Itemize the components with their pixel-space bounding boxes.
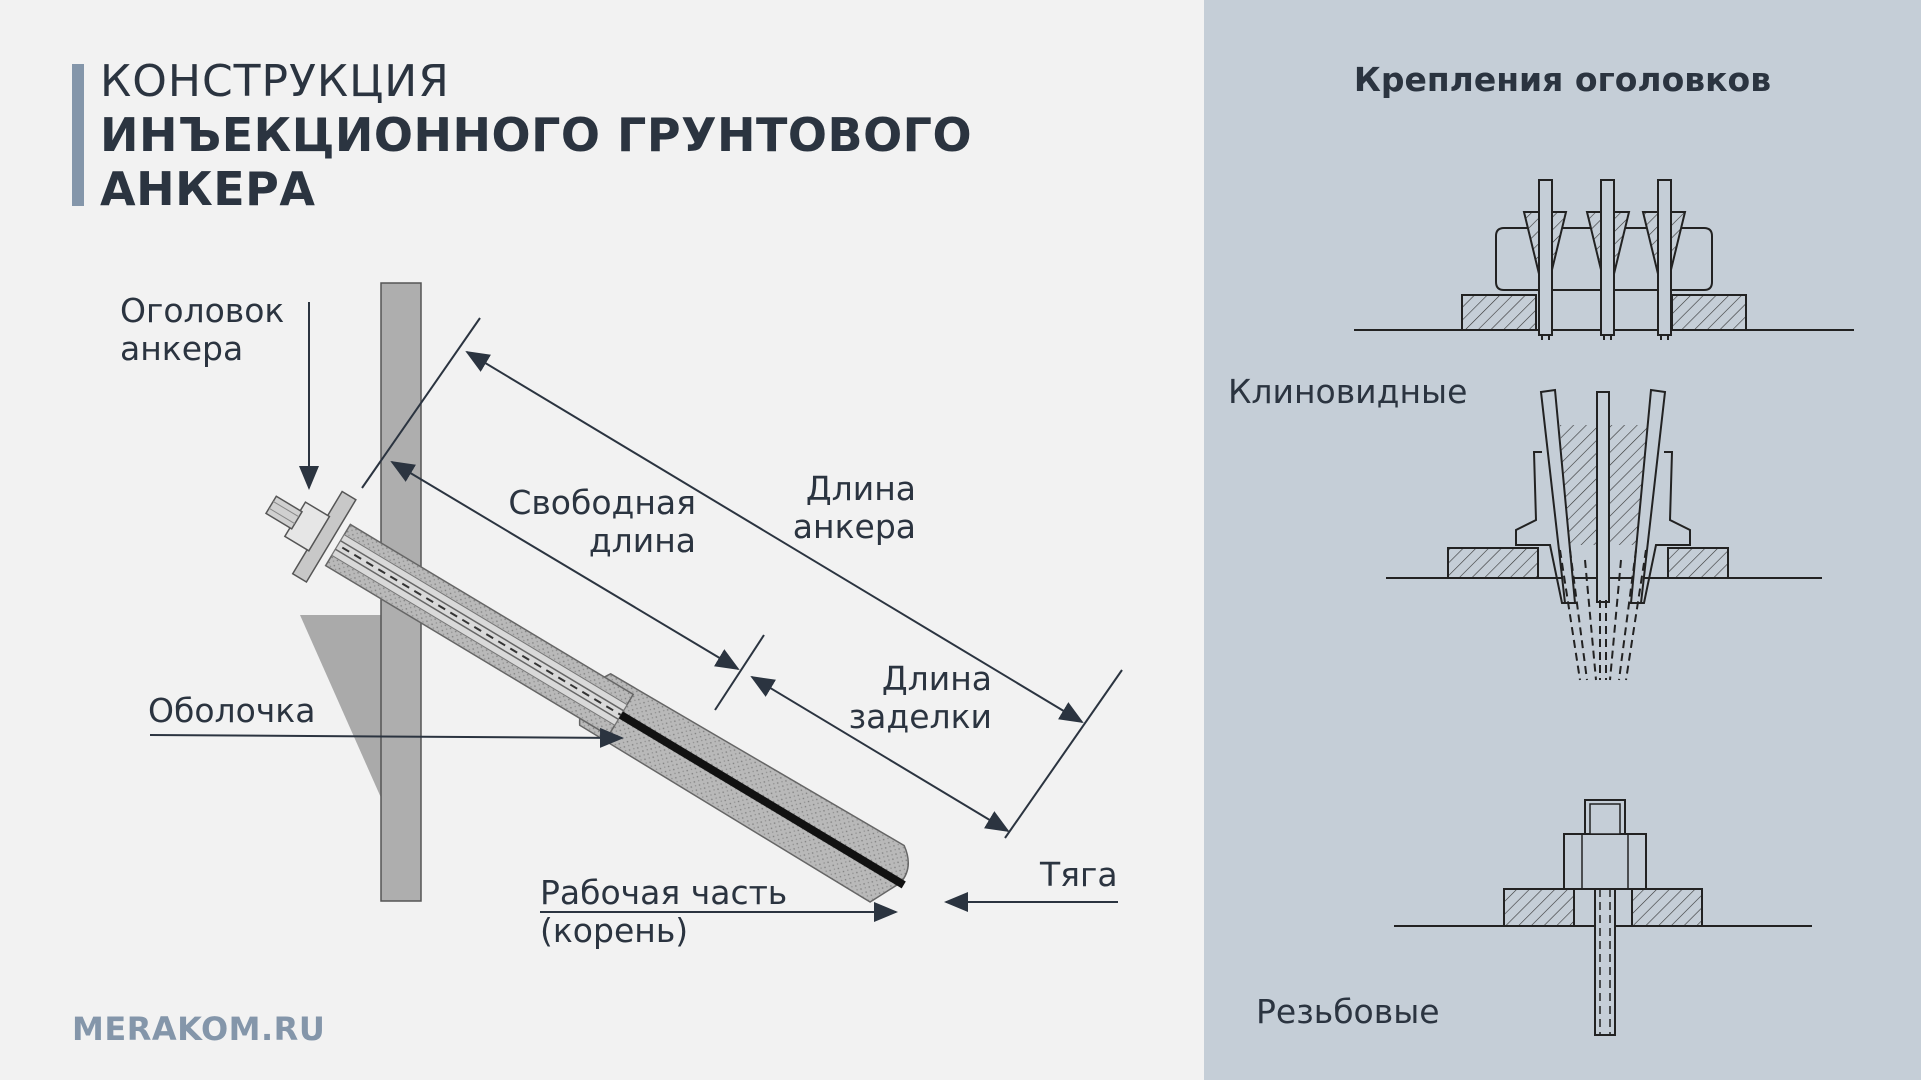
shell-pointer: [149, 727, 624, 748]
title-line-1: КОНСТРУКЦИЯ: [100, 56, 450, 107]
title-line-2: ИНЪЕКЦИОННОГО ГРУНТОВОГО: [100, 108, 973, 162]
threaded-fastening: [1394, 799, 1812, 1036]
wall-shadow: [300, 615, 382, 800]
wedge-label: Клиновидные: [1228, 372, 1468, 411]
free-length-label-line-1: Свободная: [508, 483, 696, 522]
page-title: КОНСТРУКЦИЯ ИНЪЕКЦИОННОГО ГРУНТОВОГО АНК…: [100, 56, 972, 216]
anchor-length-ext-end: [1004, 669, 1123, 839]
free-length-label: Свободная длина: [494, 484, 696, 560]
root-label-line-2: (корень): [540, 911, 689, 950]
root-label-line-1: Рабочая часть: [540, 873, 788, 912]
anchor-length-label-line-1: Длина: [805, 469, 916, 508]
embed-length-label: Длина заделки: [840, 660, 992, 736]
head-label-line-2: анкера: [120, 329, 244, 368]
free-length-dimension: [390, 460, 740, 671]
head-label: Оголовок анкера: [120, 292, 284, 368]
right-panel-title: Крепления оголовков: [1353, 60, 1772, 99]
title-line-3: АНКЕРА: [100, 162, 316, 216]
head-label-line-1: Оголовок: [120, 291, 285, 330]
title-accent-bar: [72, 64, 84, 206]
embed-length-label-line-1: Длина: [881, 659, 992, 698]
anchor-length-ext-start: [361, 317, 481, 489]
thread-label: Резьбовые: [1256, 992, 1440, 1031]
wedge-fastening-2: [1386, 388, 1822, 681]
anchor-length-label-line-2: анкера: [792, 507, 916, 546]
rod-label: Тяга: [1040, 855, 1118, 894]
site-logo[interactable]: MERAKOM.RU: [72, 1010, 326, 1048]
shell-label: Оболочка: [148, 691, 316, 730]
anchor-length-dimension: [465, 350, 1084, 724]
anchor-length-label: Длина анкера: [780, 470, 916, 546]
free-length-label-line-2: длина: [588, 521, 696, 560]
wedge-fastening-1: [1354, 179, 1854, 340]
embed-length-dimension: [750, 675, 1010, 833]
free-length-ext: [714, 634, 765, 711]
embed-length-label-line-2: заделки: [848, 697, 992, 736]
root-label: Рабочая часть (корень): [540, 874, 787, 950]
